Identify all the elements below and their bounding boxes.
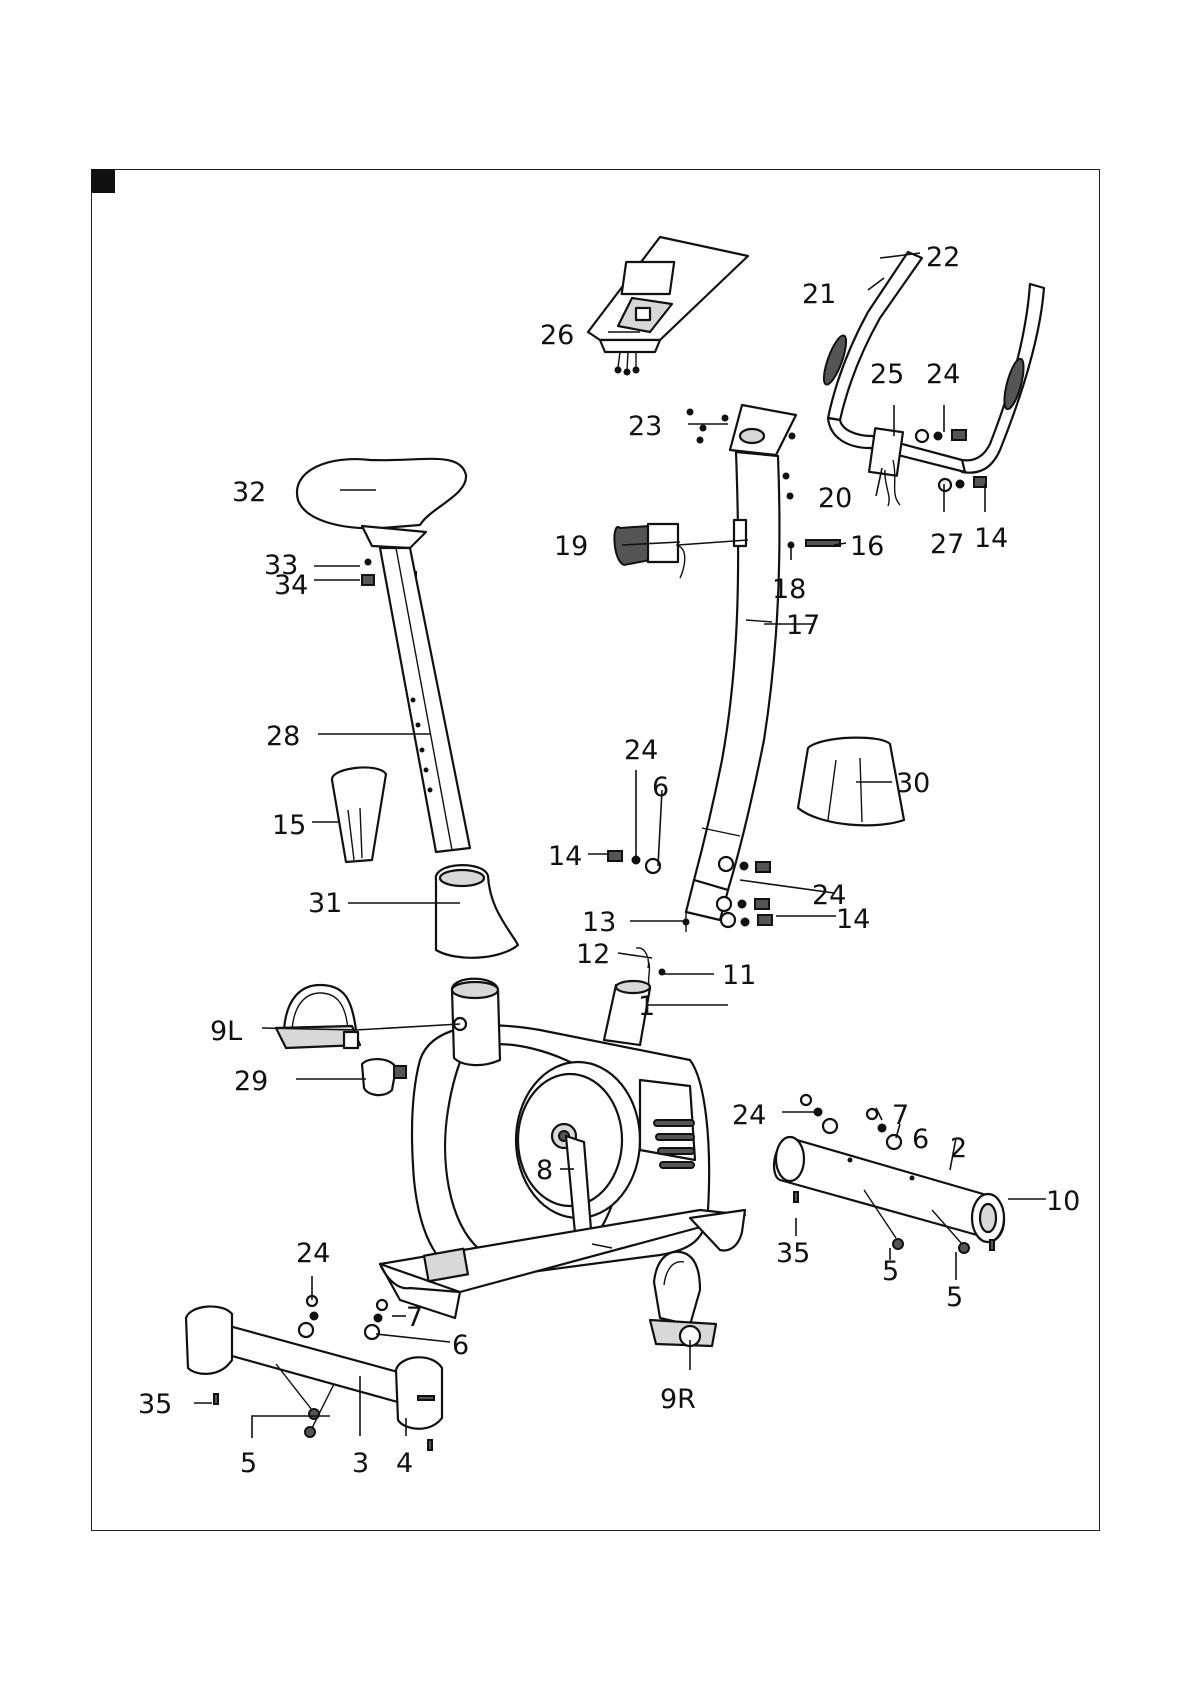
label-part-18: 18	[772, 574, 806, 605]
label-part-7b: 7	[892, 1100, 909, 1131]
label-part-7a: 7	[406, 1302, 423, 1333]
label-part-6c: 6	[912, 1124, 929, 1155]
label-part-32: 32	[232, 477, 266, 508]
label-part-20: 20	[818, 483, 852, 514]
label-part-5a: 5	[240, 1448, 257, 1479]
label-part-23: 23	[628, 411, 662, 442]
label-part-5c: 5	[946, 1282, 963, 1313]
label-part-10: 10	[1046, 1186, 1080, 1217]
label-part-9L: 9L	[210, 1016, 242, 1047]
label-part-26: 26	[540, 320, 574, 351]
upright-post-drawing	[614, 405, 840, 920]
label-part-3: 3	[352, 1448, 369, 1479]
label-part-24a: 24	[624, 735, 658, 766]
label-part-24e: 24	[296, 1238, 330, 1269]
label-part-8: 8	[536, 1155, 553, 1186]
label-part-1: 1	[638, 991, 655, 1022]
label-part-11: 11	[722, 960, 756, 991]
label-part-13: 13	[582, 907, 616, 938]
label-part-27: 27	[930, 529, 964, 560]
seat-drawing	[297, 459, 518, 958]
label-part-34: 34	[274, 570, 308, 601]
label-part-29: 29	[234, 1066, 268, 1097]
label-part-17: 17	[786, 610, 820, 641]
label-part-22: 22	[926, 242, 960, 273]
label-part-16: 16	[850, 531, 884, 562]
label-part-14a: 14	[548, 841, 582, 872]
label-part-9R: 9R	[660, 1384, 696, 1415]
label-part-24d: 24	[732, 1100, 766, 1131]
console-drawing	[588, 237, 748, 375]
label-part-12: 12	[576, 939, 610, 970]
label-part-6a: 6	[652, 772, 669, 803]
label-part-30: 30	[896, 768, 930, 799]
label-part-4: 4	[396, 1448, 413, 1479]
label-part-28: 28	[266, 721, 300, 752]
label-part-31: 31	[308, 888, 342, 919]
label-part-21: 21	[802, 279, 836, 310]
label-part-35a: 35	[776, 1238, 810, 1269]
label-part-25: 25	[870, 359, 904, 390]
label-part-6b: 6	[452, 1330, 469, 1361]
label-part-14c: 14	[974, 523, 1008, 554]
label-part-5b: 5	[882, 1256, 899, 1287]
label-part-35b: 35	[138, 1389, 172, 1420]
label-part-24c: 24	[926, 359, 960, 390]
label-part-19: 19	[554, 531, 588, 562]
label-part-24b: 24	[812, 880, 846, 911]
label-part-2: 2	[950, 1133, 967, 1164]
label-part-15: 15	[272, 810, 306, 841]
